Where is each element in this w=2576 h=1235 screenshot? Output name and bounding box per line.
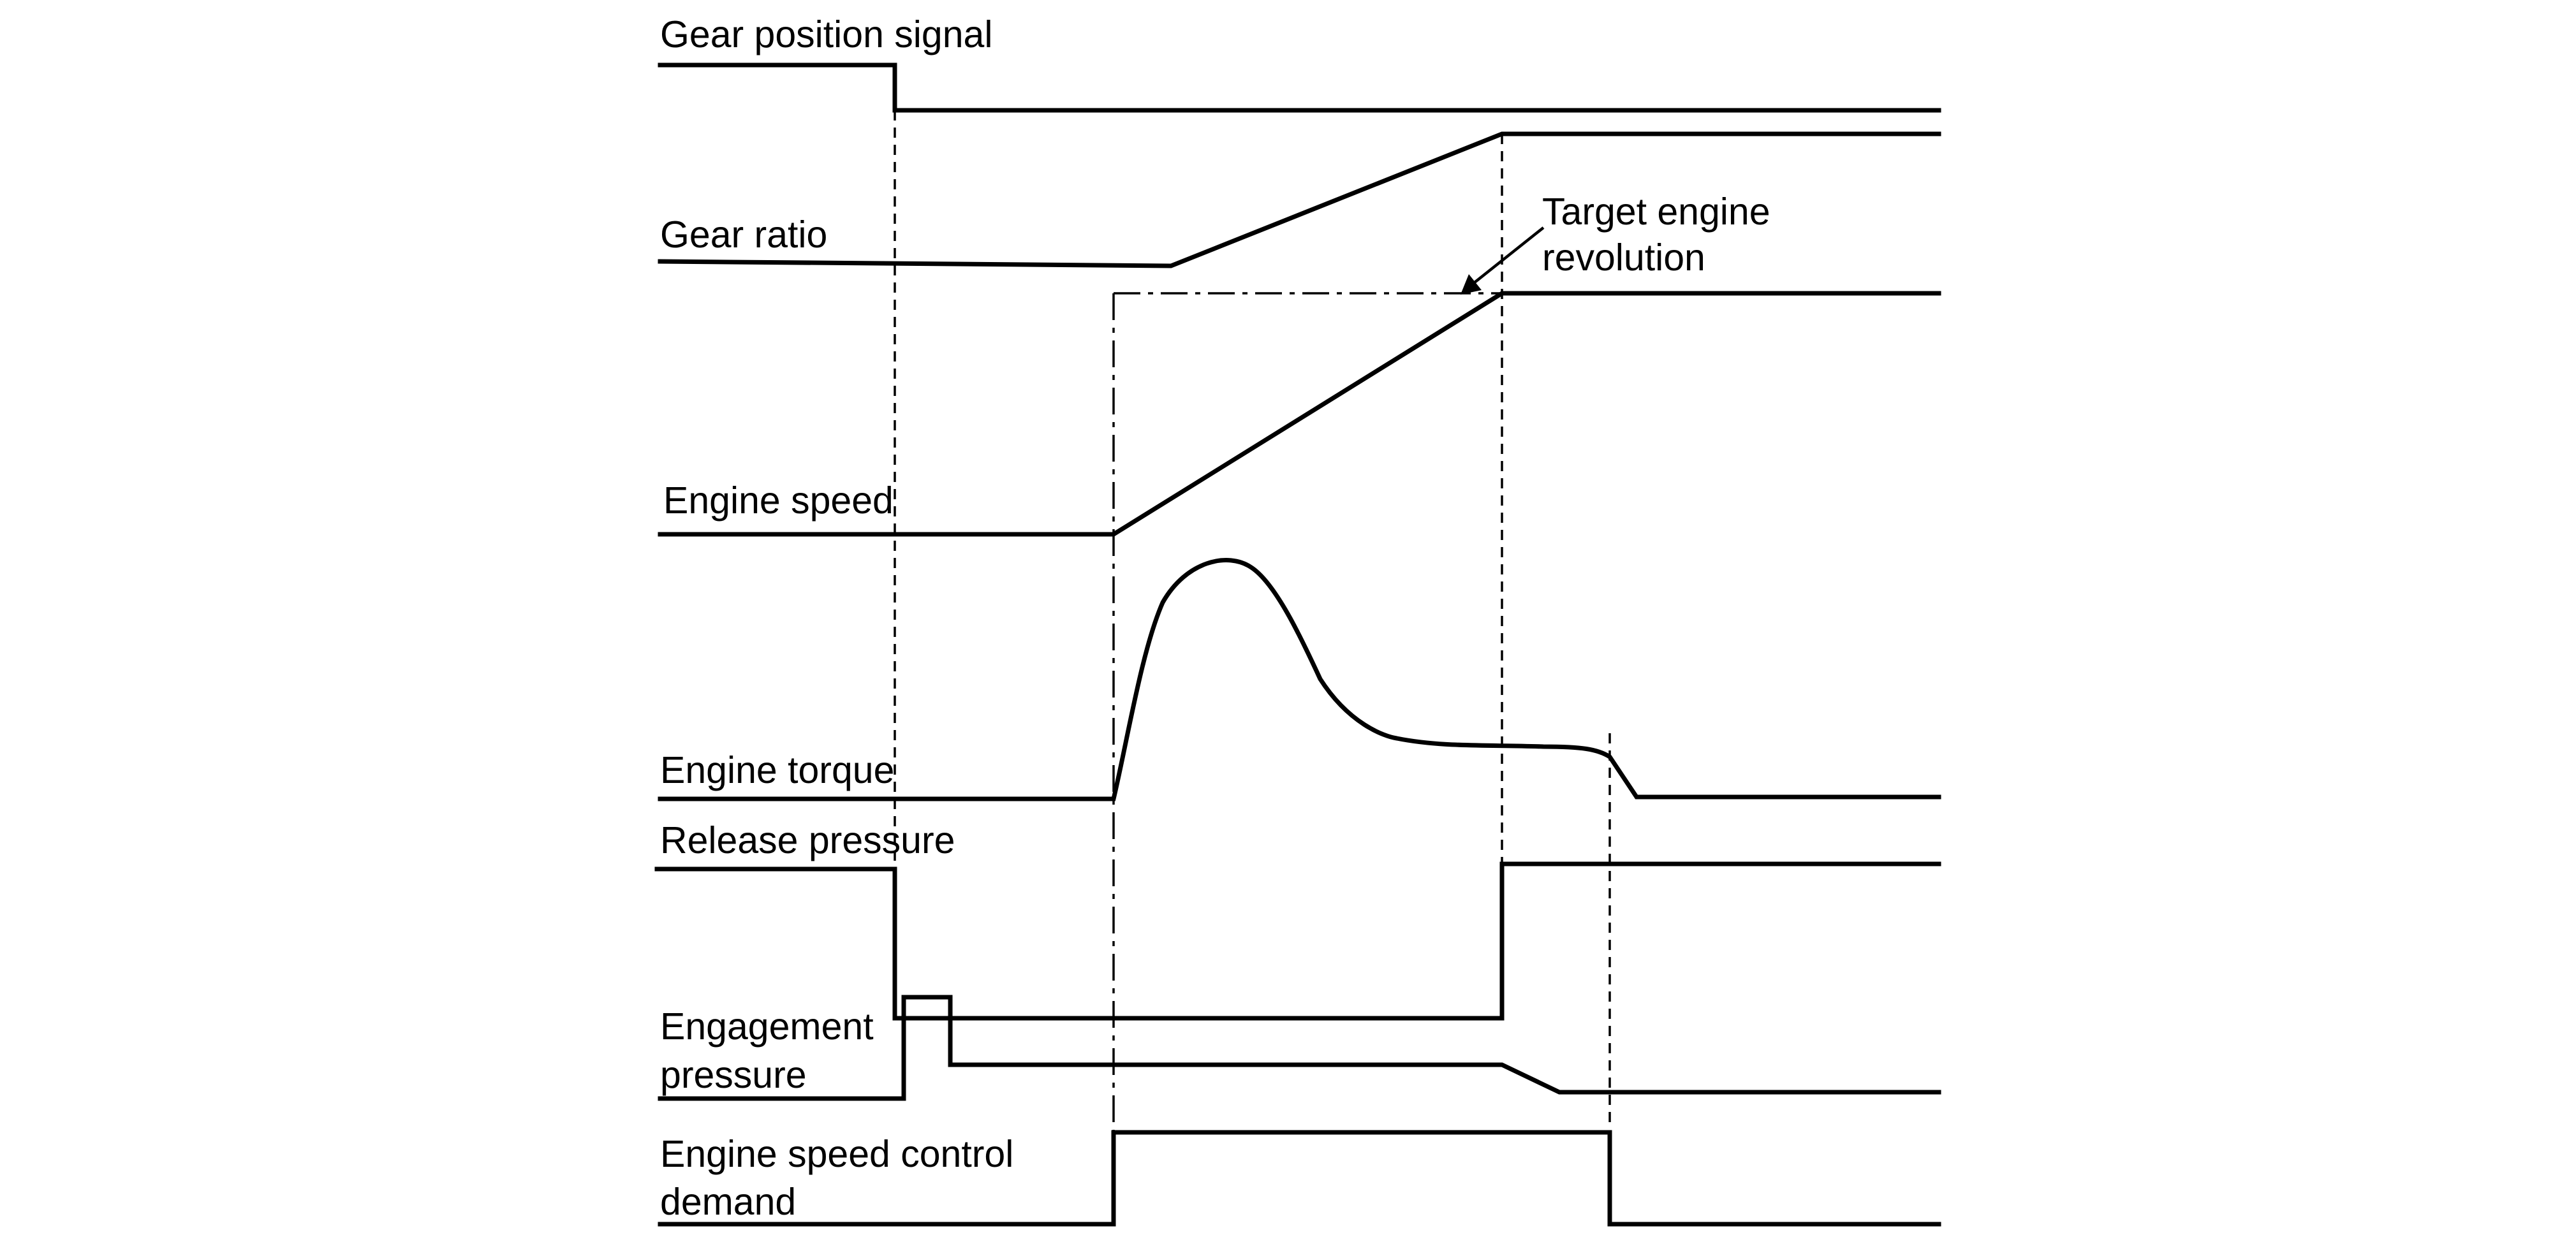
label-engine-torque: Engine torque xyxy=(660,749,894,791)
gear-ratio-trace xyxy=(658,131,1941,268)
label-engagement-line2: pressure xyxy=(660,1054,807,1096)
label-speed-control-line1: Engine speed control xyxy=(660,1133,1013,1175)
target-engine-arrow xyxy=(1473,226,1545,284)
label-target-engine-line1: Target engine xyxy=(1542,191,1770,233)
label-gear-ratio: Gear ratio xyxy=(660,214,827,256)
target-engine-arrow-head xyxy=(1461,274,1482,295)
engagement-pressure-trace xyxy=(658,995,1941,1101)
label-speed-control-line2: demand xyxy=(660,1181,796,1223)
gear-position-signal-trace xyxy=(658,62,1941,113)
engine-speed-trace xyxy=(658,291,1941,537)
release-pressure-trace xyxy=(654,861,1941,1021)
label-engine-speed: Engine speed xyxy=(663,479,894,522)
label-engagement-line1: Engagement xyxy=(660,1005,874,1048)
label-target-engine-line2: revolution xyxy=(1542,237,1705,279)
label-release-pressure: Release pressure xyxy=(660,819,955,861)
engine-torque-trace xyxy=(658,558,1941,801)
engine-speed-control-demand-trace xyxy=(658,1130,1941,1227)
label-gear-position-signal: Gear position signal xyxy=(660,13,992,55)
